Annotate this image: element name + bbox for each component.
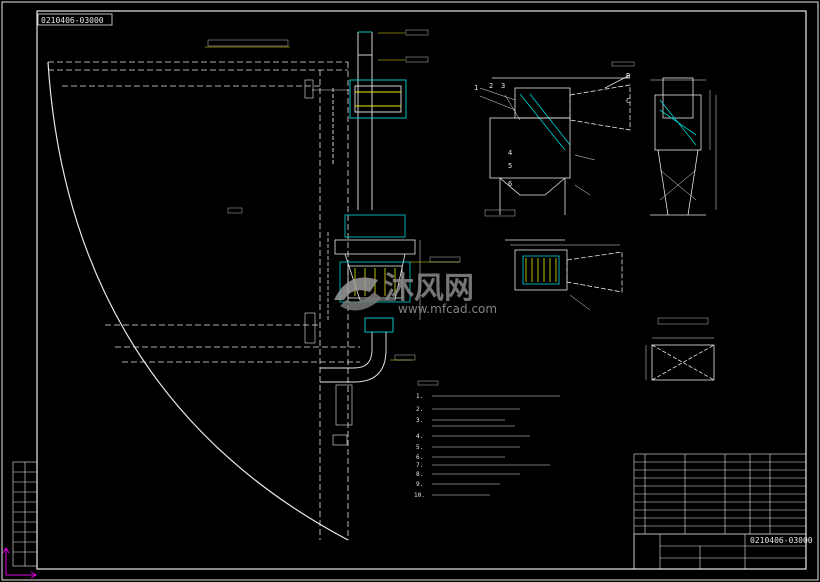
callout-6: 6 (508, 180, 512, 188)
plan-view (505, 239, 623, 311)
callout-5: 5 (508, 162, 512, 170)
callout-4: 4 (508, 149, 512, 157)
technical-notes: 1. 2. 3. 4. 5. 6. 7. 8. 9. 10. (414, 380, 560, 499)
callout-c: C (626, 97, 630, 105)
left-margin-table (12, 461, 38, 567)
elevation-view-side (650, 77, 717, 216)
note-number-6: 6. (416, 454, 423, 461)
watermark-brand: 沐风网 (384, 271, 474, 306)
elbow-pipe (304, 312, 416, 446)
watermark-logo-icon (334, 277, 382, 311)
callouts: 1 2 3 4 5 6 B C (474, 72, 630, 188)
note-number-3: 3. (416, 417, 423, 424)
main-duct (304, 29, 429, 210)
elevation-view-main (479, 61, 635, 217)
drawing-number-title-block: 0210406-03000 (750, 536, 813, 545)
note-number-1: 1. (416, 393, 423, 400)
note-number-4: 4. (416, 433, 423, 440)
watermark: 沐风网 www.mfcad.com (334, 271, 497, 316)
watermark-url: www.mfcad.com (398, 302, 497, 316)
drawing-number-top: 0210406-03000 (41, 16, 104, 25)
note-number-8: 8. (416, 471, 423, 478)
tank-outline (47, 39, 360, 541)
title-block (633, 453, 807, 570)
note-number-5: 5. (416, 444, 423, 451)
detail-view (645, 317, 715, 381)
ucs-axis-icon (2, 547, 37, 579)
callout-3: 3 (501, 82, 505, 90)
note-number-7: 7. (416, 462, 423, 469)
drawing-number-box-top: 0210406-03000 (37, 13, 113, 26)
note-number-2: 2. (416, 406, 423, 413)
callout-b: B (626, 72, 630, 80)
note-number-10: 10. (414, 492, 425, 499)
sheet-border-inner (36, 10, 807, 570)
note-number-9: 9. (416, 481, 423, 488)
callout-2: 2 (489, 82, 493, 90)
callout-1: 1 (474, 84, 478, 92)
